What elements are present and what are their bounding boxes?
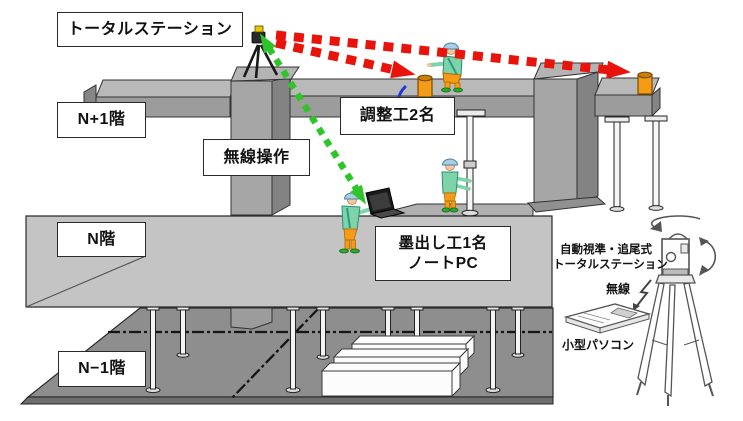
label-floor-n-plus-1: N+1階 bbox=[57, 102, 146, 138]
prism-target-far bbox=[637, 71, 653, 95]
inset-total-station-illustration bbox=[633, 215, 717, 406]
label-wireless-operation: 無線操作 bbox=[203, 139, 310, 176]
rotation-arrow-horizontal bbox=[650, 215, 701, 229]
label-adjust-workers: 調整工2名 bbox=[340, 97, 455, 135]
label-floor-n: N階 bbox=[57, 222, 146, 257]
label-total-station: トータルステーション bbox=[57, 12, 243, 47]
rotation-arrow-vertical bbox=[703, 240, 717, 273]
label-adjust-workers-text: 調整工2名 bbox=[359, 107, 436, 124]
wireless-link-arrow bbox=[260, 33, 366, 205]
right-column bbox=[526, 62, 607, 213]
helmet-icon bbox=[441, 158, 459, 166]
material-box-front bbox=[320, 361, 462, 398]
inset-caption-line1: 自動視準・追尾式 bbox=[560, 244, 652, 256]
worker-adjuster-crouching bbox=[426, 42, 463, 93]
helmet-icon bbox=[343, 192, 361, 200]
inset-wireless-label: 無線 bbox=[606, 282, 631, 296]
inset-small-pc-label: 小型パソコン bbox=[562, 338, 635, 352]
wireless-bolt-icon bbox=[635, 279, 652, 308]
label-marking-worker-line2: ノートPC bbox=[407, 254, 479, 272]
floor-n-minus-1-front-edge bbox=[19, 396, 554, 405]
worker-adjuster-standing bbox=[441, 158, 472, 213]
label-total-station-text: トータルステーション bbox=[67, 20, 233, 38]
label-wireless-operation-text: 無線操作 bbox=[223, 148, 290, 166]
label-marking-worker: 墨出し工1名 ノートPC bbox=[375, 226, 511, 281]
material-stack bbox=[320, 334, 476, 398]
label-floor-n-text: N階 bbox=[87, 230, 116, 248]
inset-caption-line2: トータルステーション bbox=[553, 259, 668, 271]
label-marking-worker-line1: 墨出し工1名 bbox=[398, 235, 488, 253]
floor-n-slab-edge-line bbox=[25, 255, 147, 308]
helmet-icon bbox=[442, 42, 460, 50]
notebook-pc bbox=[365, 187, 406, 219]
inset-small-pc-illustration bbox=[563, 303, 652, 334]
label-floor-n-plus-1-text: N+1階 bbox=[77, 111, 126, 128]
worker-marking-with-laptop bbox=[339, 192, 376, 254]
pipe-supports-n-level bbox=[456, 109, 668, 217]
measurement-arrow-near bbox=[275, 38, 416, 79]
label-floor-n-minus-1: N−1階 bbox=[58, 351, 146, 387]
prism-target-near bbox=[417, 74, 433, 98]
label-floor-n-minus-1-text: N−1階 bbox=[78, 360, 126, 377]
column-stub-below-slab bbox=[230, 307, 273, 330]
